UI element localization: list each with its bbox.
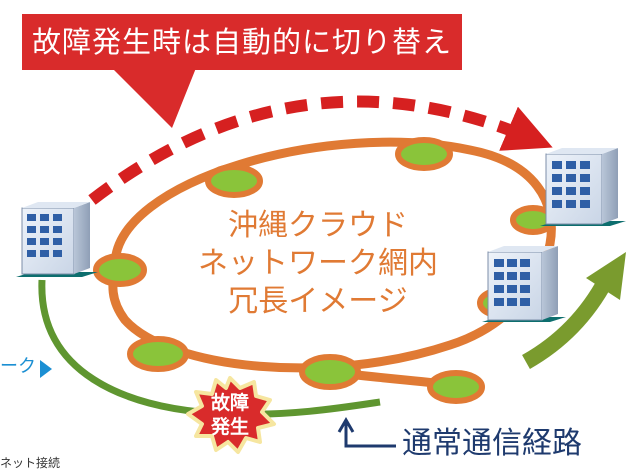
ring-node (427, 370, 485, 404)
left-link-label: ーク (0, 356, 36, 377)
failure-label-line1: 故障 (210, 392, 249, 414)
left-link-arrow-icon (40, 360, 52, 378)
ring-node (127, 336, 189, 372)
callout-text: 故障発生時は自動的に切り替え (31, 25, 452, 59)
bottom-note: ネット接続 (0, 456, 61, 470)
normal-route-label: 通常通信経路 (402, 426, 582, 461)
ring-node (93, 253, 147, 287)
ring-label-line3: 冗長イメージ (228, 284, 408, 319)
route-pointer (344, 422, 396, 448)
ring-node (299, 354, 361, 390)
ring-label-line2: ネットワーク網内 (198, 246, 438, 281)
building-icon (540, 148, 626, 226)
failure-label-line2: 発生 (210, 416, 249, 438)
building-icon (482, 246, 566, 322)
route-pointer-head (337, 417, 355, 433)
ring-node (395, 137, 453, 171)
building-icon (16, 202, 98, 277)
ring-node (205, 164, 263, 198)
burst-icon (186, 376, 276, 454)
ring-label-line1: 沖縄クラウド (228, 208, 408, 243)
arrow-icon (521, 252, 626, 369)
callout-bubble (22, 14, 462, 128)
failover-dashed-arrow (88, 95, 553, 205)
